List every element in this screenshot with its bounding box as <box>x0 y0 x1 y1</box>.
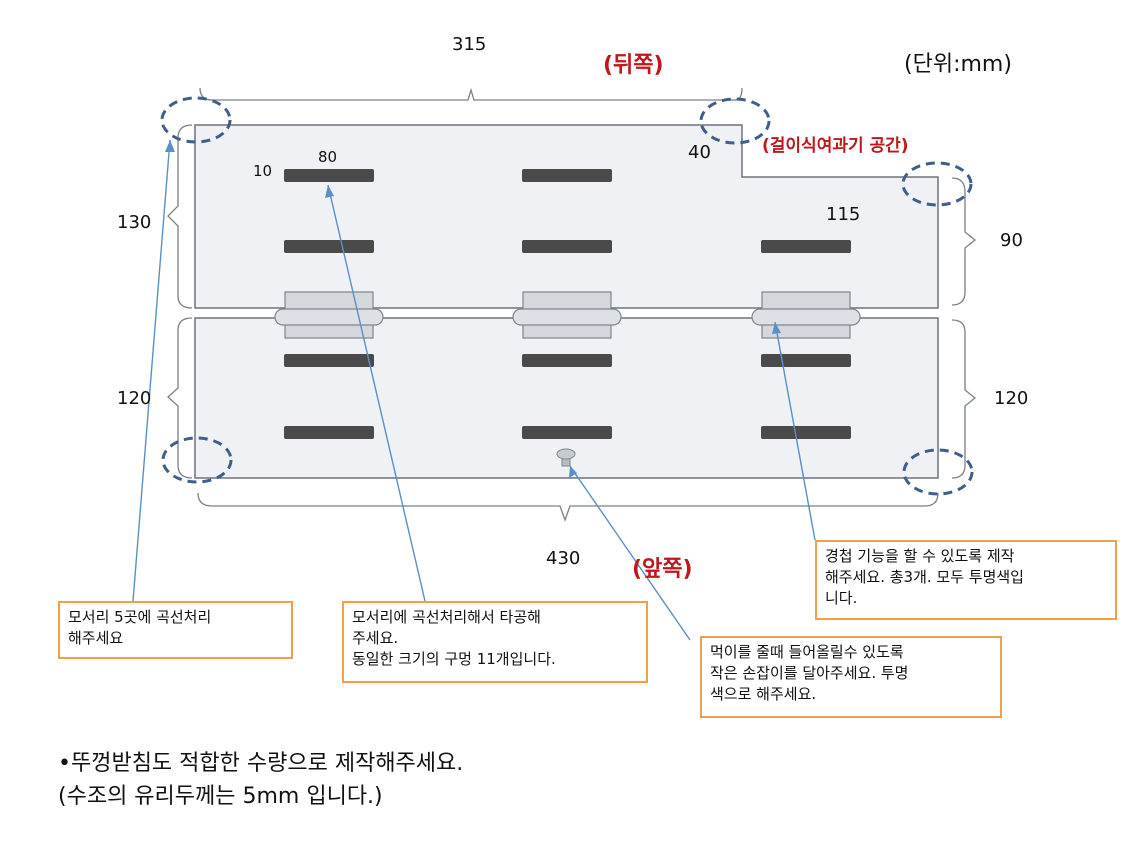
arrow-head <box>569 466 577 478</box>
right-back-depth-label: 90 <box>1000 230 1023 251</box>
back-depth-bracket <box>167 124 193 309</box>
hinge <box>274 291 384 339</box>
slot-hole <box>761 426 851 439</box>
slot-length-label: 80 <box>318 148 338 166</box>
slot-hole <box>761 240 851 253</box>
slot-hole <box>284 240 374 253</box>
slot-hole <box>284 169 374 182</box>
bottom-width-label: 430 <box>546 548 581 569</box>
leader-line-handle <box>569 465 691 641</box>
handle-knob <box>556 448 576 467</box>
slot-width-label: 10 <box>253 162 273 180</box>
corner-note-box: 모서리 5곳에 곡선처리 해주세요 <box>58 601 293 659</box>
bottom-width-bracket <box>197 492 939 522</box>
arrow-head <box>165 140 175 152</box>
right-back-depth-bracket <box>951 177 977 306</box>
front-depth-right-bracket <box>951 319 977 479</box>
unit-label: (단위:mm) <box>904 52 1012 77</box>
corner-circle <box>161 436 233 484</box>
slot-hole <box>522 169 612 182</box>
back-side-label: (뒤쪽) <box>603 53 664 78</box>
slot-hole <box>761 354 851 367</box>
back-depth-label: 130 <box>117 212 152 233</box>
bottom-note-line-1: •뚜껑받침도 적합한 수량으로 제작해주세요. <box>58 751 464 776</box>
hinges-note-box: 경첩 기능을 할 수 있도록 제작 해주세요. 총3개. 모두 투명색입 니다. <box>815 540 1117 620</box>
front-depth-right-label: 120 <box>994 388 1029 409</box>
top-width-bracket <box>199 87 743 101</box>
corner-circle <box>902 448 974 496</box>
front-side-label: (앞쪽) <box>632 557 693 582</box>
holes-note-box: 모서리에 곡선처리해서 타공해 주세요. 동일한 크기의 구멍 11개입니다. <box>342 601 648 683</box>
top-width-label: 315 <box>452 34 487 55</box>
leader-line-hinges <box>774 321 816 541</box>
slot-hole <box>522 240 612 253</box>
filter-space-label: (걸이식여과기 공간) <box>762 136 909 156</box>
corner-circle <box>699 97 771 145</box>
back-panel <box>194 124 939 309</box>
notch-width-label: 115 <box>826 204 861 225</box>
slot-hole <box>522 354 612 367</box>
hinge <box>751 291 861 339</box>
bottom-note-line-2: (수조의 유리두께는 5mm 입니다.) <box>58 784 383 809</box>
front-depth-left-bracket <box>167 317 193 479</box>
slot-hole <box>284 354 374 367</box>
handle-note-box: 먹이를 줄때 들어올릴수 있도록 작은 손잡이를 달아주세요. 투명 색으로 해… <box>700 636 1002 718</box>
slot-holes <box>284 169 851 439</box>
slot-hole <box>284 426 374 439</box>
front-depth-left-label: 120 <box>117 388 152 409</box>
corner-circle <box>160 96 232 144</box>
slot-hole <box>522 426 612 439</box>
arrow-head <box>772 322 781 334</box>
hinge <box>512 291 622 339</box>
arrow-head <box>325 185 334 198</box>
leader-line-corners <box>132 139 171 602</box>
leader-line-holes <box>327 184 426 602</box>
notch-depth-label: 40 <box>688 142 711 163</box>
corner-circle <box>901 161 973 207</box>
